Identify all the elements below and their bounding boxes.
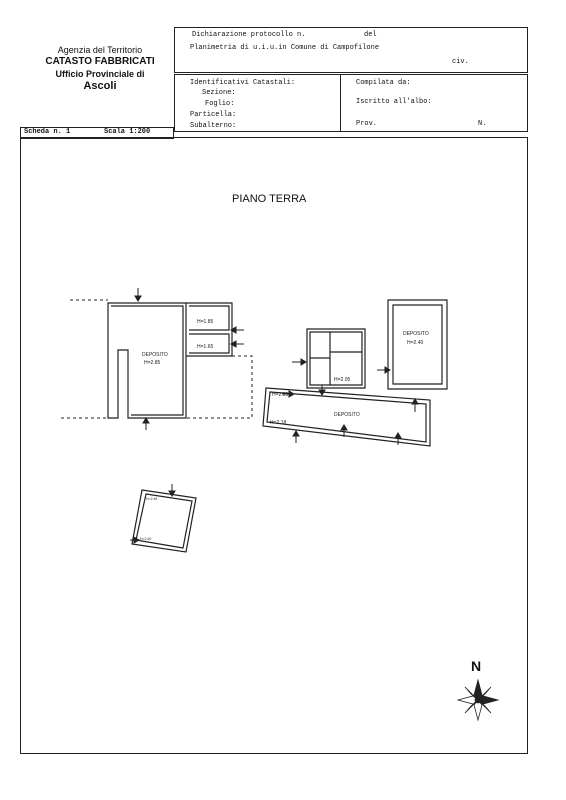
room-label-deposito-right: DEPOSITO <box>403 331 429 337</box>
north-label: N <box>471 658 482 674</box>
right-deposito-outline <box>387 299 448 390</box>
subalterno-label: Subalterno: <box>190 122 237 130</box>
room-height-small-rotated-bottom: H=2.40 <box>140 537 151 541</box>
header-identifiers-box <box>174 74 528 132</box>
foglio-label: Foglio: <box>205 100 235 108</box>
sezione-label: Sezione: <box>202 89 236 97</box>
room-height-small-2: H=1.65 <box>197 344 213 350</box>
agency-block: Agenzia del Territorio CATASTO FABBRICAT… <box>30 44 170 92</box>
room-height-middle: H=2.05 <box>334 377 350 383</box>
long-deposito-outline <box>262 387 431 447</box>
entry-arrow-icon <box>230 326 244 334</box>
room-height-strip-left: H=2.05 <box>272 392 288 398</box>
civ-label: civ. <box>452 58 469 66</box>
prov-label: Prov. <box>356 120 378 128</box>
header-column-divider <box>340 74 341 132</box>
entry-arrow-icon <box>292 358 307 366</box>
room-label-deposito-strip: DEPOSITO <box>334 412 360 418</box>
room-height-left: H=2.85 <box>144 360 160 366</box>
room-height-right: H=2.40 <box>407 340 423 346</box>
entry-arrow-icon <box>142 417 150 430</box>
entry-arrow-icon <box>340 424 348 437</box>
left-building-outline <box>107 302 233 419</box>
n-label: N. <box>478 120 487 128</box>
compass-rose-icon <box>456 678 500 722</box>
entry-arrow-icon <box>130 536 140 544</box>
del-label: del <box>364 31 377 39</box>
planimetria-label: Planimetria di u.i.u.in Comune di Campof… <box>190 44 380 52</box>
floor-title: PIANO TERRA <box>232 193 307 205</box>
left-building-dashed-boundary <box>60 299 253 419</box>
entry-arrow-icon <box>292 430 300 443</box>
entry-arrow-icon <box>318 385 326 396</box>
entry-arrow-icon <box>230 340 244 348</box>
entry-arrow-icon <box>282 390 295 398</box>
iscritto-label: Iscritto all'albo: <box>356 98 432 106</box>
room-height-small-1: H=1.85 <box>197 319 213 325</box>
drawing-frame <box>20 137 528 754</box>
scheda-label: Scheda n. 1 <box>24 128 71 136</box>
small-rotated-room-outline <box>131 489 197 553</box>
particella-label: Particella: <box>190 111 237 119</box>
entry-arrow-icon <box>134 288 142 302</box>
identificativi-label: Identificativi Catastali: <box>190 79 296 87</box>
drawing-frame-top-line <box>20 137 527 138</box>
entry-arrow-icon <box>394 432 402 445</box>
room-height-strip-bottom: H=2.18 <box>270 420 286 426</box>
province-name: Ascoli <box>83 80 117 92</box>
entry-arrow-icon <box>168 484 176 497</box>
entry-arrow-icon <box>377 366 391 374</box>
room-label-deposito-left: DEPOSITO <box>142 352 168 358</box>
agency-name: Agenzia del Territorio <box>57 45 143 55</box>
dichiarazione-label: Dichiarazione protocollo n. <box>192 31 306 39</box>
entry-arrow-icon <box>411 398 419 412</box>
compilata-label: Compilata da: <box>356 79 411 87</box>
scala-label: Scala 1:200 <box>104 128 151 136</box>
ufficio-label: Ufficio Provinciale di <box>55 69 145 79</box>
header-protocol-box <box>174 27 528 73</box>
middle-building-outline <box>306 328 366 389</box>
room-height-small-rotated-top: H=2.49 <box>146 497 157 501</box>
catasto-title: CATASTO FABBRICATI <box>45 56 155 67</box>
sheet-info-box <box>20 127 174 139</box>
